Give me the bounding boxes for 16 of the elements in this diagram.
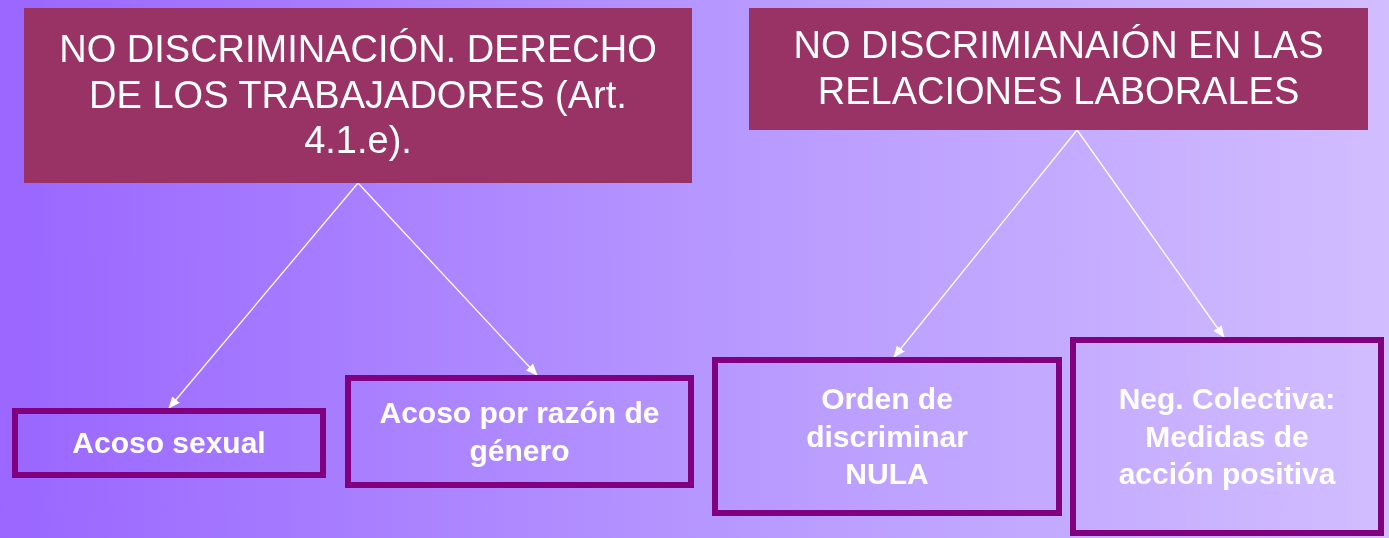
topic-box bbox=[345, 375, 694, 488]
box-text: NO DISCRIMINACIÓN. DERECHO DE LOS TRABAJADORES (Art. 4.1.e). bbox=[58, 27, 658, 164]
arrow bbox=[893, 129, 1078, 358]
title-box bbox=[749, 8, 1368, 130]
arrow bbox=[168, 182, 359, 409]
arrow bbox=[1076, 129, 1225, 338]
topic-box bbox=[12, 408, 326, 478]
box-text: Orden de discriminar NULA bbox=[805, 381, 969, 493]
topic-box bbox=[1070, 337, 1384, 536]
box-text: Neg. Colectiva: Medidas de acción positiva bbox=[1117, 381, 1337, 493]
box-text: Acoso por razón de género bbox=[378, 395, 661, 469]
title-box bbox=[24, 8, 692, 183]
box-text: Acoso sexual bbox=[72, 425, 266, 462]
box-text: NO DISCRIMIANAIÓN EN LAS RELACIONES LABORALES bbox=[792, 23, 1325, 114]
arrow bbox=[357, 182, 538, 376]
topic-box bbox=[712, 357, 1062, 516]
